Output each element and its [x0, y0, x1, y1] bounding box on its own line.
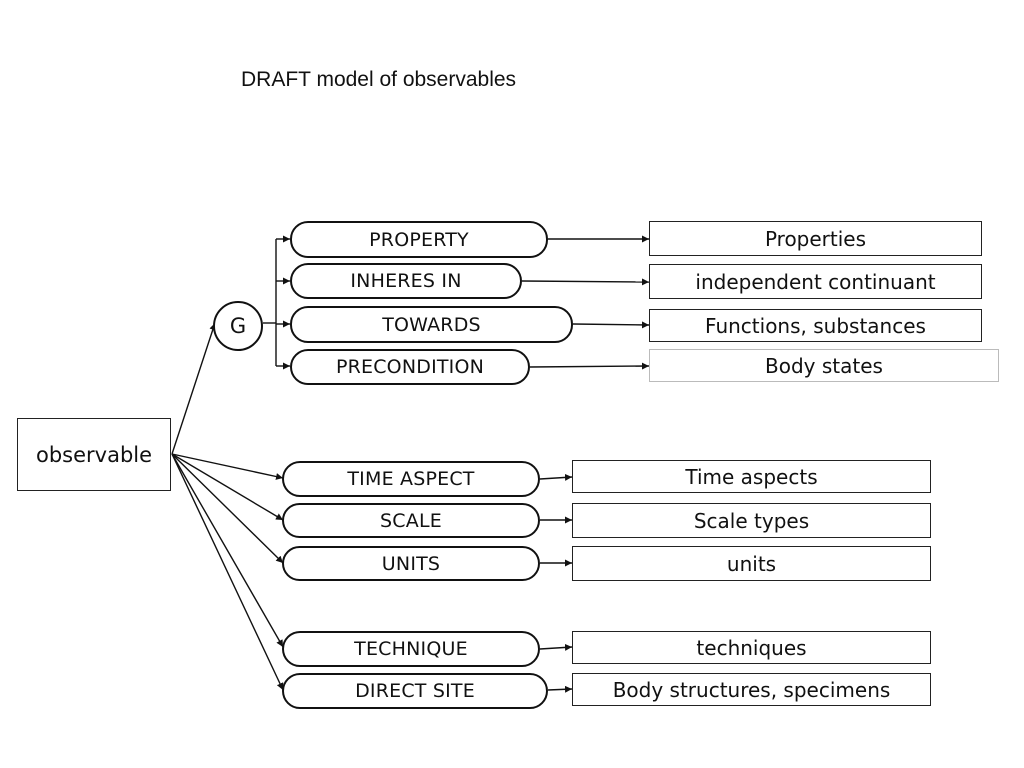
attribute-units: UNITS: [282, 546, 540, 581]
edge-precondition-range: [529, 362, 650, 370]
range-functions-substances: Functions, substances: [649, 309, 982, 342]
range-scale-types: Scale types: [572, 503, 931, 538]
edge-inheres-in-range: [521, 278, 650, 286]
attribute-direct-site: DIRECT SITE: [282, 673, 548, 709]
group-node: G: [213, 301, 263, 351]
attribute-property: PROPERTY: [290, 221, 548, 258]
edge-root-time-aspect: [171, 453, 284, 480]
edge-technique-range: [539, 643, 573, 651]
range-techniques: techniques: [572, 631, 931, 664]
range-independent-continuant: independent continuant: [649, 264, 982, 299]
edge-direct-site-range: [547, 685, 573, 693]
edge-towards-range: [572, 321, 650, 329]
range-body-structures-specimens: Body structures, specimens: [572, 673, 931, 706]
attribute-technique: TECHNIQUE: [282, 631, 540, 667]
edge-root-units: [171, 453, 284, 564]
root-node-observable: observable: [17, 418, 171, 491]
range-properties: Properties: [649, 221, 982, 256]
diagram-title: DRAFT model of observables: [241, 68, 517, 91]
range-body-states: Body states: [649, 349, 999, 382]
attribute-inheres-in: INHERES IN: [290, 263, 522, 299]
range-time-aspects: Time aspects: [572, 460, 931, 493]
edge-time-aspect-range: [539, 473, 573, 481]
edge-root-direct-site: [171, 453, 284, 691]
attribute-towards: TOWARDS: [290, 306, 573, 343]
attribute-time-aspect: TIME ASPECT: [282, 461, 540, 497]
attribute-scale: SCALE: [282, 503, 540, 538]
edge-root-to-g: [171, 322, 217, 455]
range-units: units: [572, 546, 931, 581]
edge-root-scale: [171, 453, 284, 521]
edge-root-technique: [171, 453, 284, 648]
attribute-precondition: PRECONDITION: [290, 349, 530, 385]
